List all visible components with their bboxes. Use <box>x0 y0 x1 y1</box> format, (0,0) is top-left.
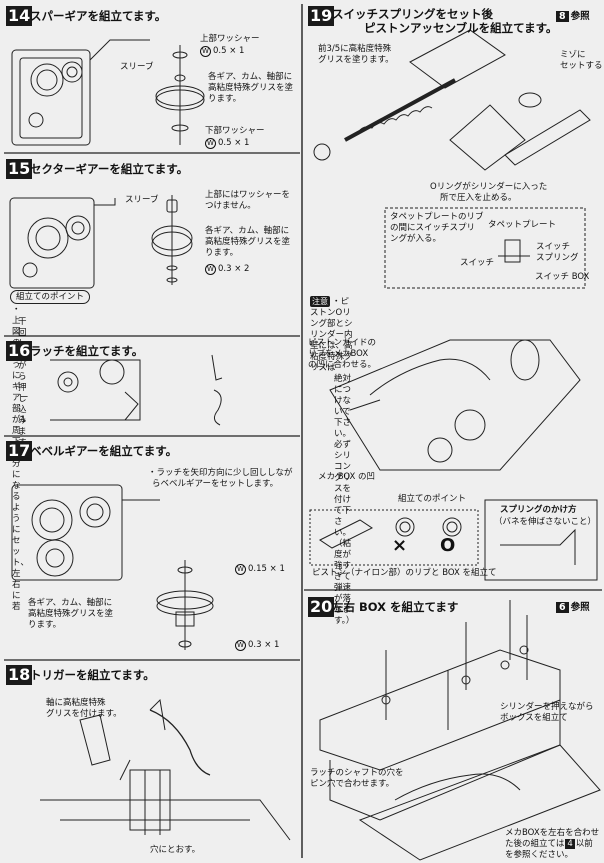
step-number: 17 <box>6 441 33 461</box>
switch-spring-line-2: スプリング <box>536 253 579 263</box>
latch-note-1: ・ラッチを矢印方向に少し回ししなが <box>148 468 293 478</box>
piston-note: ピストン（ナイロン部）のリブと BOX を組立て <box>312 568 497 578</box>
grease-line-3: ります。 <box>28 620 62 630</box>
cylinder-line-1: シリンダーを押えながら <box>500 702 594 712</box>
washer-note-1: 上部にはワッシャーを <box>205 190 291 200</box>
caution-note: 注意・ピストンOリング部とシリンダー内壁には、高粘度特殊グリスは 絶対につけない… <box>310 296 355 626</box>
washer-note-2: つけません。 <box>205 201 256 211</box>
step-number: 15 <box>6 159 33 179</box>
tappet-plate-label: タペットプレート <box>488 220 557 230</box>
grease-line-2: 高粘度特殊グリスを塗 <box>208 83 294 93</box>
sleeve-label: スリーブ <box>125 195 159 205</box>
step-title: 左右 BOX を組立てます <box>332 600 459 614</box>
latch-line-1: ラッチのシャフトの穴を <box>310 768 404 778</box>
grease-line-2: グリスを塗ります。 <box>318 55 394 65</box>
switch-box-label: スイッチ BOX <box>535 272 590 282</box>
latch-line-2: ピン穴で合わせます。 <box>310 779 395 789</box>
step-title: ラッチを組立てます。 <box>30 344 144 358</box>
mecha-line-3: を参照ください。 <box>505 850 574 860</box>
step-title: トリガーを組立てます。 <box>30 668 155 682</box>
washer-icon: W <box>205 264 216 275</box>
washer-icon: W <box>235 640 246 651</box>
grease-line-2: 高粘度特殊グリスを塗 <box>205 237 291 247</box>
grease-line-2: グリスを付けます。 <box>46 709 122 719</box>
grease-line-2: 高粘度特殊グリスを塗 <box>28 609 114 619</box>
step-title-2: ピストンアッセンブルを組立てます。 <box>364 21 558 35</box>
step-title: ベベルギアーを組立てます。 <box>30 444 178 458</box>
grease-line-3: ります。 <box>205 248 239 258</box>
mecha-box-label: メカ BOX の凹 <box>318 472 376 482</box>
switch-spring-line-1: スイッチ <box>536 242 571 252</box>
grease-line-3: ります。 <box>208 94 242 104</box>
guide-line-3: の凹に合わせる。 <box>308 360 377 370</box>
step-number: 20 <box>308 597 335 617</box>
assembly-point-badge: 組立てのポイント <box>10 290 91 304</box>
mecha-line-1: メカBOXを左右を合わせ <box>505 828 600 838</box>
upper-washer-label: 上部ワッシャー <box>200 34 260 44</box>
groove-line-1: ミゾに <box>560 50 586 60</box>
grease-line-1: 前3/5に高粘度特殊 <box>318 44 392 54</box>
oring-line-2: 所で圧入を止める。 <box>440 193 517 203</box>
grease-line-1: 各ギア、カム、軸部に <box>28 598 113 608</box>
tappet-note-3: ングが入る。 <box>390 234 442 244</box>
spring-subtitle: （バネを伸ばさないこと） <box>494 517 597 527</box>
step-title: セクターギアーを組立てます。 <box>30 162 189 176</box>
grease-line-1: 各ギア、カム、軸部に <box>208 72 293 82</box>
hole-label: 穴にとおす。 <box>150 845 201 855</box>
sleeve-label: スリーブ <box>120 62 154 72</box>
caution-tag: 注意 <box>310 296 330 307</box>
latch-note-2: らベベルギアーをセットします。 <box>152 479 279 489</box>
point-text-2: 干回しながら押し込みます。 <box>18 317 34 448</box>
step-number: 18 <box>6 665 33 685</box>
step-number: 16 <box>6 341 33 361</box>
grease-line-1: 軸に高粘度特殊 <box>46 698 106 708</box>
step-title: スパーギアを組立てます。 <box>30 9 167 23</box>
tappet-note-1: タペットプレートのリブ <box>390 212 484 222</box>
cylinder-line-2: ボックスを組立て <box>500 713 568 723</box>
step-title-1: スイッチスプリングをセット後 <box>332 7 493 21</box>
ok-mark: O <box>440 535 456 556</box>
oring-line-1: Oリングがシリンダーに入った <box>430 182 548 192</box>
washer-icon: W <box>200 46 211 57</box>
step-number: 14 <box>6 6 33 26</box>
switch-label: スイッチ <box>460 258 495 268</box>
step-number: 19 <box>308 6 335 26</box>
guide-line-2: リブをメカBOX <box>308 349 369 359</box>
point-label: 組立てのポイント <box>398 494 467 504</box>
lower-washer-label: 下部ワッシャー <box>205 126 265 136</box>
ng-mark: × <box>392 535 408 556</box>
groove-line-2: セットする <box>560 61 603 71</box>
grease-line-1: 各ギア、カム、軸部に <box>205 226 290 236</box>
spring-title: スプリングのかけ方 <box>500 505 577 515</box>
tappet-note-2: の間にスイッチスプリ <box>390 223 476 233</box>
washer-icon: W <box>235 564 246 575</box>
washer-icon: W <box>205 138 216 149</box>
guide-line-1: ピストンガイドの <box>308 338 377 348</box>
